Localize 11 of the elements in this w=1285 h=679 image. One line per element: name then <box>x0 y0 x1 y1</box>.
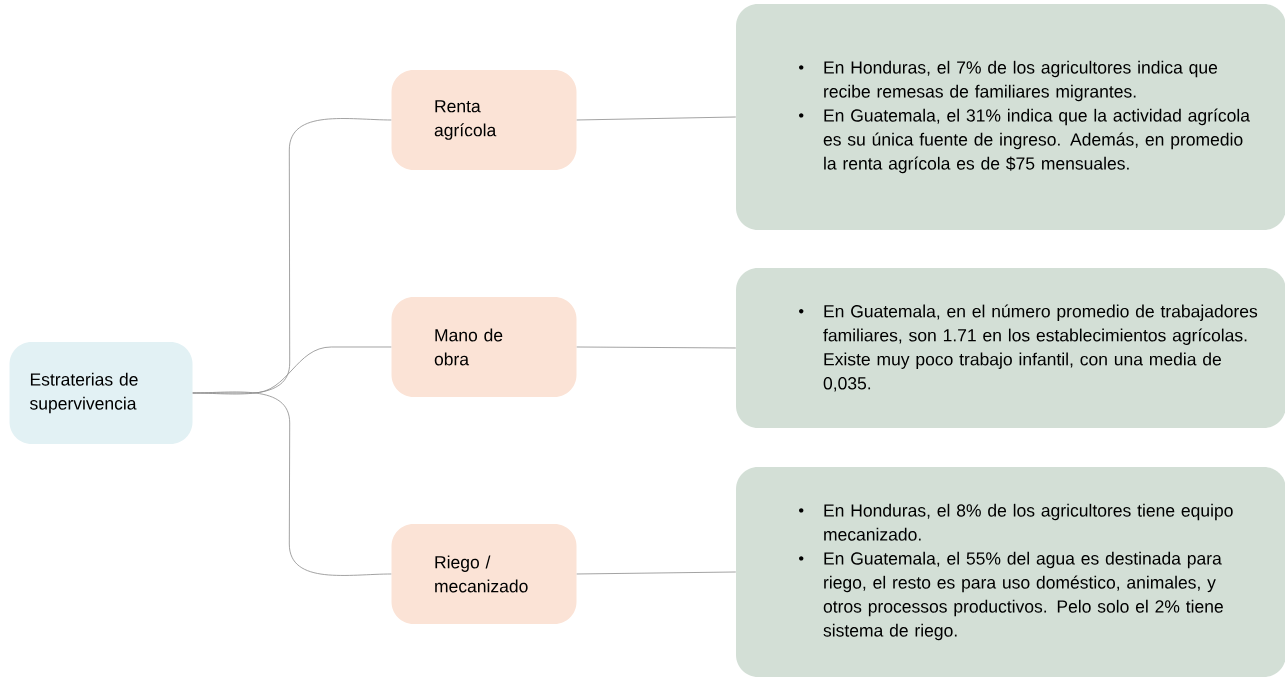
connector-line <box>576 346 737 349</box>
topic-box: Renta agrícola <box>391 70 577 170</box>
root-box: Estraterias de supervivencia <box>9 342 193 444</box>
topic-box: Mano de obra <box>391 297 577 397</box>
connector-line <box>576 571 737 575</box>
connector-line <box>192 391 392 576</box>
detail-box: En Honduras, el 8% de los agricultores tiene equipo mecanizado. En Guatemala, el 55% del agua es destinada para riego, el resto es para uso doméstico, animales, y otros processos productivos. Pelo solo el 2% tiene sistema de riego. <box>736 467 1285 677</box>
detail-box: En Guatemala, en el número promedio de trabajadores familiares, son 1.71 en los establecimientos agrícolas. Existe muy poco trabajo infantil, con una media de 0,035. <box>736 268 1285 428</box>
detail-box: En Honduras, el 7% de los agricultores indica que recibe remesas de familiares migrantes. En Guatemala, el 31% indica que la actividad agrícola es su única fuente de ingreso. Además, en promedio la renta agrícola es de $75 mensuales. <box>736 4 1285 230</box>
topic-box: Riego / mecanizado <box>391 524 577 624</box>
connector-line <box>576 116 737 121</box>
